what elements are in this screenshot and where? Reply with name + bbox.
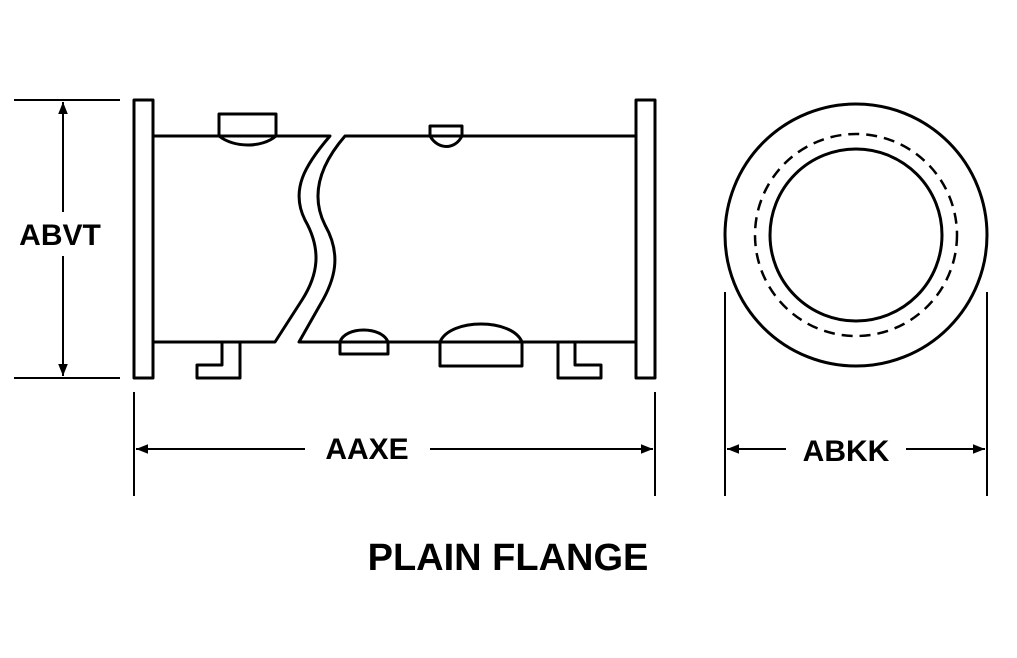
weld-bead-bottom-large <box>438 322 524 368</box>
outer-flange-ring <box>723 102 989 368</box>
drawing-title: PLAIN FLANGE <box>368 537 649 579</box>
side-view: ABVT AAXE <box>14 98 657 496</box>
weld-bead-top-small <box>428 124 464 148</box>
right-flange <box>634 98 657 380</box>
diameter-label: ABKK <box>803 435 890 468</box>
weld-bead-bottom-small <box>338 328 390 356</box>
length-label: AAXE <box>325 433 408 466</box>
end-view: ABKK <box>723 102 989 496</box>
pipe-left-segment <box>151 134 332 344</box>
height-label: ABVT <box>19 219 101 252</box>
hidden-ring-dashed <box>753 132 959 338</box>
left-flange <box>132 98 155 380</box>
right-foot <box>556 340 603 380</box>
inner-bore-ring <box>768 147 944 323</box>
weld-bead-top-large <box>217 112 278 147</box>
left-foot <box>195 340 242 380</box>
pipe-right-segment <box>297 134 638 344</box>
